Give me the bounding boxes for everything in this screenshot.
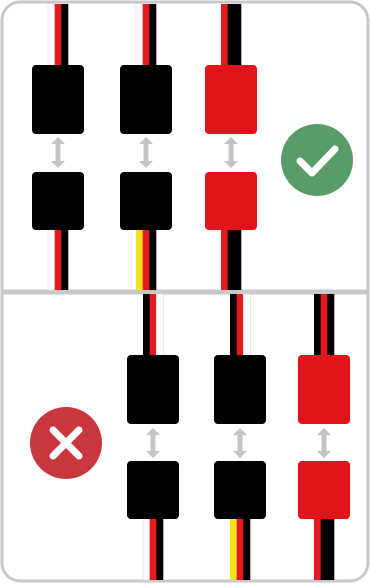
wire-strand-white [135, 3, 144, 68]
wire-strand-red [149, 294, 157, 357]
wire-strand-black [320, 517, 328, 580]
arrow-head-down [146, 451, 160, 458]
bottom-cable-wires [47, 227, 69, 291]
bottom-connector-housing [214, 461, 266, 519]
bottom-connector-housing [127, 461, 179, 519]
wire-strand-black [61, 228, 69, 290]
wire-strand-red [221, 4, 228, 67]
wire-strand-white [47, 3, 56, 68]
bottom-connector-housing [120, 172, 172, 230]
double-arrow-icon [233, 428, 247, 458]
arrow-shaft [150, 434, 156, 452]
wire-strand-red [236, 294, 244, 357]
double-arrow-icon [51, 137, 65, 168]
panels-layer [30, 3, 353, 581]
arrow-head-up [51, 137, 65, 144]
wire-strand-black [149, 4, 157, 67]
wire-strand-yellow [230, 517, 237, 580]
wire-strand-red [320, 294, 328, 357]
arrow-shaft [321, 434, 327, 452]
bottom-connector-housing [298, 461, 350, 519]
top-connector-housing [214, 355, 266, 424]
wire-strand-black [227, 4, 235, 67]
top-connector-housing [127, 355, 179, 424]
arrow-shaft [55, 143, 61, 162]
wire-strand-black [234, 228, 242, 290]
wire-strand-white [142, 516, 151, 581]
arrow-head-down [224, 161, 238, 168]
connector-pair [127, 293, 179, 581]
top-connector-housing [298, 355, 350, 424]
top-connector-housing [205, 65, 257, 134]
wire-strand-yellow [136, 228, 143, 290]
top-cable-wires [47, 3, 69, 68]
bottom-cable-wires [136, 228, 157, 290]
arrow-head-down [51, 161, 65, 168]
connector-pair [298, 294, 350, 580]
panel-wrong [30, 293, 350, 581]
double-arrow-icon [317, 428, 331, 458]
arrow-head-up [146, 428, 160, 435]
badge-circle [281, 124, 353, 196]
cross-icon [30, 407, 102, 479]
arrow-shaft [228, 143, 234, 162]
wire-strand-red [236, 517, 244, 580]
top-cable-wires [230, 293, 251, 358]
wire-strand-black [327, 517, 335, 580]
wire-strand-red [54, 228, 62, 290]
arrow-head-down [139, 161, 153, 168]
arrow-shaft [237, 434, 243, 452]
wire-strand-red [54, 4, 62, 67]
wire-strand-black [234, 4, 242, 67]
arrow-head-up [139, 137, 153, 144]
bottom-cable-wires [314, 517, 335, 580]
wire-strand-white [243, 293, 251, 358]
bottom-connector-housing [32, 172, 84, 230]
wire-strand-black [314, 294, 321, 357]
double-arrow-icon [139, 137, 153, 168]
double-arrow-icon [224, 137, 238, 168]
bottom-cable-wires [142, 516, 164, 581]
wire-strand-black [243, 517, 251, 580]
arrow-head-up [224, 137, 238, 144]
arrow-shaft [143, 143, 149, 162]
connector-pair [120, 3, 172, 290]
top-cable-wires [314, 294, 335, 357]
bottom-connector-housing [205, 172, 257, 230]
wire-strand-black [61, 4, 69, 67]
wire-strand-black [327, 294, 335, 357]
check-mark [296, 145, 339, 177]
wire-strand-red [314, 517, 321, 580]
top-cable-wires [221, 4, 242, 67]
wire-strand-white [47, 227, 56, 291]
wire-strand-red [149, 517, 157, 580]
wire-strand-black [227, 228, 235, 290]
top-cable-wires [135, 3, 157, 68]
connector-pair [214, 293, 266, 580]
connector-pair [205, 4, 257, 290]
top-connector-housing [32, 65, 84, 134]
wire-strand-white [156, 293, 164, 358]
arrow-head-down [233, 451, 247, 458]
arrow-head-down [317, 451, 331, 458]
top-cable-wires [143, 293, 164, 358]
panel-correct [32, 3, 353, 291]
arrow-head-up [233, 428, 247, 435]
check-icon [281, 124, 353, 196]
wire-strand-red [142, 228, 150, 290]
wire-strand-red [221, 228, 228, 290]
connector-pair [32, 3, 84, 291]
wire-strand-black [156, 517, 164, 580]
arrow-head-up [317, 428, 331, 435]
wire-strand-black [149, 228, 157, 290]
wire-strand-red [142, 4, 150, 67]
wire-strand-black [143, 294, 150, 357]
top-connector-housing [120, 65, 172, 134]
double-arrow-icon [146, 428, 160, 458]
bottom-cable-wires [221, 228, 242, 290]
wire-strand-black [230, 294, 237, 357]
bottom-cable-wires [230, 517, 251, 580]
cross-mark [49, 426, 83, 460]
